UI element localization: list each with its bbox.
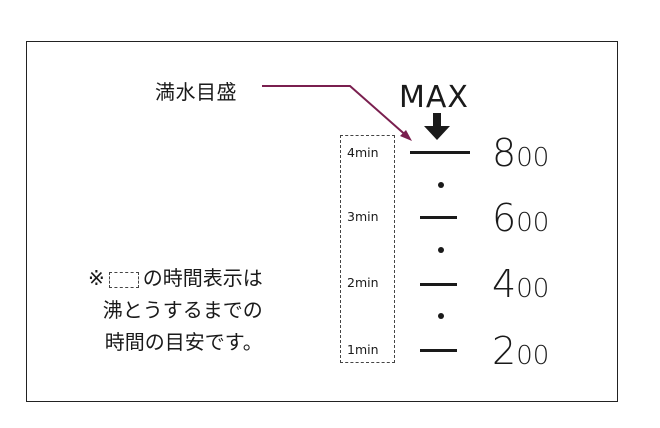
scale-dot-700 [438,182,444,188]
note-line-2: 沸とうするまでの [102,298,263,322]
callout-line [262,85,410,139]
max-arrow-shaft [433,113,441,127]
time-label-2min: 2min [347,275,379,290]
full-water-mark-label: 満水目盛 [155,80,237,104]
volume-label-800: 800 [492,131,550,175]
diagram-frame [26,41,618,402]
note-line-3: 時間の目安です。 [104,330,263,354]
max-arrow-head [424,126,450,140]
callout-arrowhead [400,130,412,141]
volume-label-200: 200 [492,329,550,373]
note-prefix: ※ [88,266,105,290]
note-text: ※ の時間表示は 沸とうするまでの 時間の目安です。 [88,262,263,358]
scale-dot-500 [438,247,444,253]
scale-mark-600 [420,216,457,219]
time-label-3min: 3min [347,209,379,224]
note-line-1-text: の時間表示は [142,266,263,290]
time-label-1min: 1min [347,342,379,357]
time-indicator-box [340,135,395,363]
scale-dot-300 [438,313,444,319]
dashed-box-symbol [108,271,139,288]
scale-mark-200 [420,349,457,352]
volume-label-600: 600 [492,196,550,240]
scale-mark-400 [420,283,457,286]
max-label: MAX [399,80,469,115]
time-label-4min: 4min [347,145,379,160]
scale-mark-800 [410,151,470,154]
volume-label-400: 400 [492,262,550,306]
note-line-1: ※ の時間表示は [88,262,263,294]
